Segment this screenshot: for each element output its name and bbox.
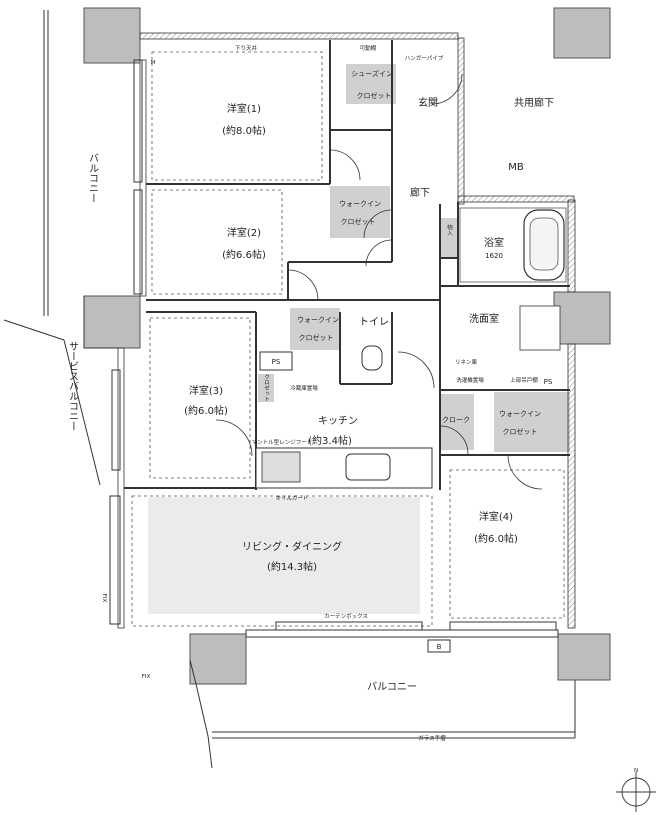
south-balcony-label: バルコニー xyxy=(367,681,417,693)
movable-shelf-label: 可動棚 xyxy=(360,44,377,52)
living-dining-label: リビング・ダイニング xyxy=(242,540,342,553)
western-room-2-size: (約6.6帖) xyxy=(222,248,266,261)
walk-in-closet-1-label-2: クロゼット xyxy=(341,217,376,226)
stove xyxy=(261,451,301,483)
storage-label: 物入 xyxy=(446,223,453,236)
western-room-4-label: 洋室(4) xyxy=(479,510,513,523)
meter-marker-label: M xyxy=(151,60,156,66)
walk-in-closet-1-label-1: ウォークイン xyxy=(339,200,381,208)
east-wall-upper xyxy=(567,199,576,293)
south-wall xyxy=(245,629,559,638)
walk-in-closet-2-label-2: クロゼット xyxy=(299,333,334,342)
pillar-nw xyxy=(83,7,141,64)
beam-box xyxy=(427,639,451,653)
mb-label: MB xyxy=(508,162,524,173)
west-balcony-label: バルコニー xyxy=(87,153,99,203)
walk-in-closet-3-shade xyxy=(494,392,570,452)
walk-in-closet-1-shade xyxy=(330,186,390,238)
washroom-label: 洗面室 xyxy=(469,312,499,325)
pillar-e xyxy=(553,291,611,345)
cloak-label: クローク xyxy=(442,416,470,424)
western-room-1-size: (約8.0帖) xyxy=(222,124,266,137)
ps-label: PS xyxy=(272,358,281,366)
pillar-w xyxy=(83,295,141,349)
ps-right-label: PS xyxy=(544,378,553,386)
north-wall xyxy=(139,32,459,40)
common-corridor-label: 共用廊下 xyxy=(514,96,554,109)
windows xyxy=(109,59,557,631)
western-room-3-size: (約6.0帖) xyxy=(184,404,228,417)
shoes-closet-label-1: シューズイン xyxy=(351,69,393,78)
shoes-closet-shade xyxy=(346,64,396,104)
west-balcony-outline xyxy=(3,10,124,486)
east-wall-lower xyxy=(567,343,576,629)
western-room-2-label: 洋室(2) xyxy=(227,226,261,239)
upper-storage-label: 上部吊戸棚 xyxy=(510,376,538,384)
pillar-ne xyxy=(553,7,611,59)
living-floor-shade xyxy=(148,497,420,614)
mantle-hood-label: マントル型レンジフード xyxy=(252,438,313,446)
entrance-label: 玄関 xyxy=(418,96,438,109)
mb-wall xyxy=(457,195,575,203)
west-wall-lower xyxy=(117,347,125,629)
washbasin xyxy=(519,305,561,351)
walk-in-closet-2-shade xyxy=(290,308,340,350)
hallway-label: 廊下 xyxy=(410,186,430,199)
west-wall-upper xyxy=(139,59,147,297)
compass-north-label: N xyxy=(634,768,638,774)
toilet-label: トイレ xyxy=(359,317,389,328)
beam-label: B xyxy=(437,643,442,651)
south-balcony-outline xyxy=(189,659,576,769)
corridor-wall-west xyxy=(457,37,465,205)
fix-label: FIX xyxy=(142,674,151,680)
ps-box xyxy=(259,351,293,371)
kitchen-size: (約3.4帖) xyxy=(308,434,352,447)
service-balcony-label: サービスバルコニー xyxy=(67,341,79,431)
bathtub-inner xyxy=(529,217,559,271)
compass xyxy=(616,772,656,812)
hanging-pipe-label: ハンガーパイプ xyxy=(405,54,444,62)
linen-label: リネン庫 xyxy=(455,358,478,366)
washer-label: 洗濯機置場 xyxy=(456,376,484,384)
cloak-shade xyxy=(440,394,474,450)
western-room-1-label: 洋室(1) xyxy=(227,102,261,115)
bathroom-label: 浴室 xyxy=(484,236,504,249)
walk-in-closet-3-label-1: ウォークイン xyxy=(499,410,541,418)
living-dining-size: (約14.3帖) xyxy=(267,560,317,573)
pillar-se xyxy=(557,633,611,681)
refrigerator-label: 冷蔵庫置場 xyxy=(290,384,318,392)
oil-guard-label: オイルガード xyxy=(276,494,309,502)
kitchen-label: キッチン xyxy=(318,415,358,427)
storage-shade xyxy=(441,218,457,258)
western-room-3-label: 洋室(3) xyxy=(189,384,223,397)
interior-walls xyxy=(124,40,570,490)
sink xyxy=(345,453,391,481)
bathroom-size: 1620 xyxy=(485,252,503,260)
closet-3-shade xyxy=(258,374,274,402)
western-room-4-size: (約6.0帖) xyxy=(474,532,518,545)
walk-in-closet-2-label-1: ウォークイン xyxy=(297,316,339,324)
door-swings xyxy=(215,73,543,490)
drop-ceiling-lines xyxy=(131,51,565,627)
closet-label: クロゼット xyxy=(263,374,270,402)
drop-ceiling-label: 下り天井 xyxy=(235,44,258,52)
shoes-closet-label-2: クロゼット xyxy=(357,91,392,100)
toilet-fixture xyxy=(361,345,383,371)
fix-window-label: FIX xyxy=(101,594,107,603)
walk-in-closet-3-label-2: クロゼット xyxy=(503,427,538,436)
curtain-box-label: カーテンボックス xyxy=(324,612,368,620)
pillar-sw xyxy=(189,633,247,685)
bathroom-outline xyxy=(459,207,567,283)
glass-railing-label: ガラス手摺 xyxy=(418,734,446,742)
